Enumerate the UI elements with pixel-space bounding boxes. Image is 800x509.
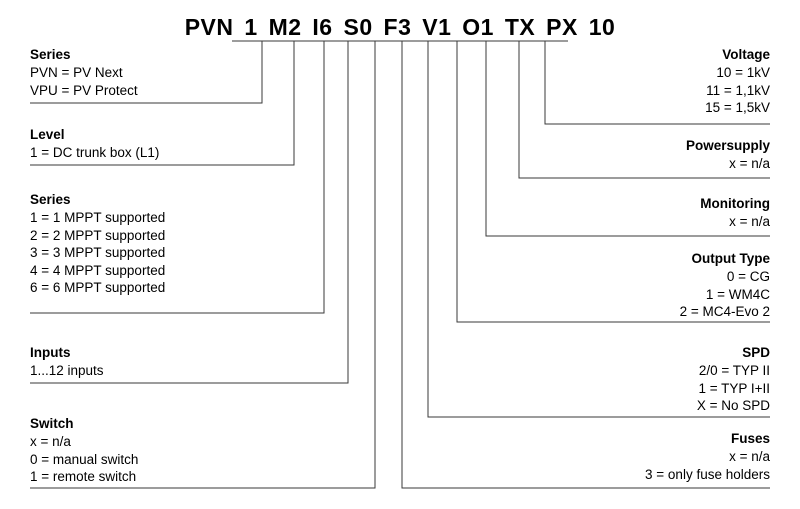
block-line: 1 = TYP I+II [698,380,770,396]
block-spd: SPD 2/0 = TYP II 1 = TYP I+II X = No SPD [697,344,770,415]
leader-output-type [456,41,770,323]
code-segment-level: 1 [244,14,258,40]
leader-series-product [30,41,263,104]
block-title-spd: SPD [742,345,770,360]
block-series-mppt: Series 1 = 1 MPPT supported 2 = 2 MPPT s… [30,191,165,297]
block-line: 3 = 3 MPPT supported [30,245,166,260]
block-level: Level 1 = DC trunk box (L1) [30,126,159,162]
code-segment-series-pvn: PVN [184,14,234,40]
code-segment-powersupply: PX [546,14,578,40]
leader-powersupply [518,41,770,179]
leader-fuses [401,41,770,489]
code-segment-inputs: I6 [312,14,333,40]
block-line: 15 = 1,5kV [705,100,770,115]
block-title-voltage: Voltage [722,47,770,62]
block-line: 1 = DC trunk box (L1) [30,145,160,160]
leader-inputs [30,41,349,384]
product-code-row: PVN 1 M2 I6 S0 F3 V1 O1 TX PX 10 [0,14,800,41]
code-segment-series-mppt: M2 [268,14,302,40]
block-line: x = n/a [729,449,770,464]
block-line: 2/0 = TYP II [698,363,770,378]
block-inputs: Inputs 1...12 inputs [30,344,104,380]
block-line: 1 = WM4C [705,286,770,302]
block-line: 0 = manual switch [30,451,139,467]
leader-monitoring [485,41,770,237]
block-line: 1...12 inputs [30,363,104,378]
block-title-powersupply: Powersupply [685,138,770,153]
block-title-output-type: Output Type [691,251,771,266]
block-line: 6 = 6 MPPT supported [30,280,166,295]
code-segment-switch: S0 [343,14,373,40]
block-line: 1 = remote switch [30,469,137,484]
leader-switch [30,41,376,489]
block-output-type: Output Type 0 = CG 1 = WM4C 2 = MC4-Evo … [680,250,770,321]
code-segment-output-type: O1 [462,14,494,40]
block-line: 2 = MC4-Evo 2 [679,304,770,319]
block-title-inputs: Inputs [30,345,71,360]
block-title-switch: Switch [30,416,74,431]
code-segment-spd: 10 [588,14,616,40]
block-series-product: Series PVN = PV Next VPU = PV Protect [30,46,138,99]
block-title-fuses: Fuses [730,431,770,446]
block-line: PVN = PV Next [30,65,123,80]
block-line: 11 = 1,1kV [706,82,770,98]
block-line: 3 = only fuse holders [645,466,770,482]
block-switch: Switch x = n/a 0 = manual switch 1 = rem… [30,415,138,486]
code-segment-fuses: F3 [383,14,412,40]
block-line: VPU = PV Protect [30,82,138,98]
block-voltage: Voltage 10 = 1kV 11 = 1,1kV 15 = 1,5kV [705,46,770,117]
block-monitoring: Monitoring x = n/a [700,195,770,231]
code-segment-voltage: V1 [422,14,452,40]
leader-voltage [544,41,770,125]
leader-level [30,41,295,166]
block-line: 1 = 1 MPPT supported [30,210,166,225]
block-title-series-product: Series [30,47,71,62]
leader-spd [427,41,770,418]
block-powersupply: Powersupply x = n/a [686,137,770,173]
block-line: x = n/a [30,434,71,449]
block-title-level: Level [30,127,65,142]
block-fuses: Fuses x = n/a 3 = only fuse holders [645,430,770,483]
block-line: 4 = 4 MPPT supported [30,262,166,278]
block-line: x = n/a [729,156,770,171]
block-line: X = No SPD [696,398,770,413]
block-title-monitoring: Monitoring [700,196,770,211]
code-segment-monitoring: TX [504,14,536,40]
leader-series-mppt [30,41,325,314]
block-line: 2 = 2 MPPT supported [30,227,166,243]
block-line: 10 = 1kV [716,65,770,80]
block-line: 0 = CG [726,269,770,284]
block-line: x = n/a [729,214,770,229]
block-title-series-mppt: Series [30,192,71,207]
